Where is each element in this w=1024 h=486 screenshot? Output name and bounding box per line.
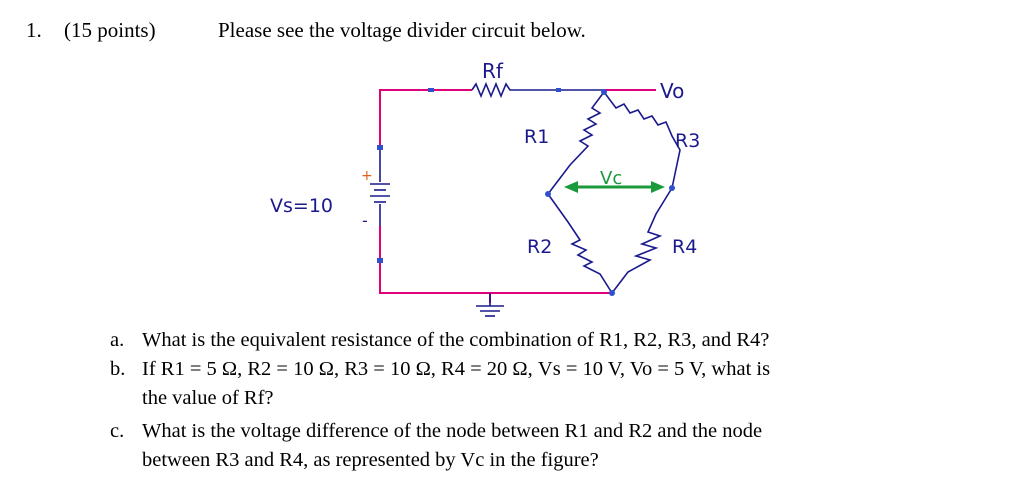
- circuit-diagram: Rf Vo R1 R3 Vc R2 R4 Vs=10 + -: [270, 59, 700, 317]
- subquestion-a-text: What is the equivalent resistance of the…: [142, 329, 770, 351]
- vs-label: Vs=10: [270, 195, 333, 217]
- r2-label: R2: [527, 236, 552, 258]
- subquestion-b-text-line-2: the value of Rf?: [142, 387, 274, 409]
- top-wire-left: [379, 89, 472, 148]
- node-vs-top: [377, 145, 383, 150]
- vo-label: Vo: [660, 79, 684, 103]
- subquestion-b-marker: b.: [110, 358, 126, 380]
- r3-resistor: [603, 91, 681, 189]
- r4-label: R4: [672, 236, 697, 258]
- node-markers: [377, 88, 675, 296]
- subquestion-c-marker: c.: [110, 420, 125, 442]
- circuit-wires: [379, 89, 612, 303]
- r4-resistor: [611, 187, 673, 294]
- vc-arrowhead-right: [651, 181, 665, 193]
- node-top: [601, 89, 607, 95]
- rf-resistor: [471, 81, 514, 99]
- subquestion-a-marker: a.: [110, 329, 125, 351]
- rf-label: Rf: [482, 59, 504, 83]
- minus-sign: -: [362, 211, 368, 230]
- ground-icon: [476, 293, 504, 317]
- r3-label: R3: [675, 130, 700, 152]
- question-intro: Please see the voltage divider circuit b…: [218, 18, 586, 42]
- subquestion-b-text-line-1: If R1 = 5 Ω, R2 = 10 Ω, R3 = 10 Ω, R4 = …: [142, 358, 771, 380]
- subquestion-c-text-line-2: between R3 and R4, as represented by Vc …: [142, 449, 599, 471]
- vc-arrow: [564, 181, 665, 193]
- r1-resistor: [547, 91, 605, 195]
- battery-symbol: [370, 148, 390, 226]
- node-rf-right: [556, 88, 561, 92]
- r2-resistor: [547, 193, 613, 294]
- node-bottom: [609, 290, 615, 296]
- node-left: [545, 191, 551, 197]
- vc-label: Vc: [600, 168, 622, 189]
- vc-arrowhead-left: [564, 181, 578, 193]
- node-right: [669, 185, 675, 191]
- node-vs-bottom: [377, 258, 383, 263]
- subquestion-c-text-line-1: What is the voltage difference of the no…: [142, 420, 763, 442]
- bottom-wire: [379, 262, 612, 294]
- node-rf-left: [428, 88, 434, 92]
- plus-sign: +: [361, 168, 373, 184]
- r1-label: R1: [524, 126, 549, 148]
- question-points: (15 points): [64, 18, 156, 42]
- question-number: 1.: [26, 18, 42, 42]
